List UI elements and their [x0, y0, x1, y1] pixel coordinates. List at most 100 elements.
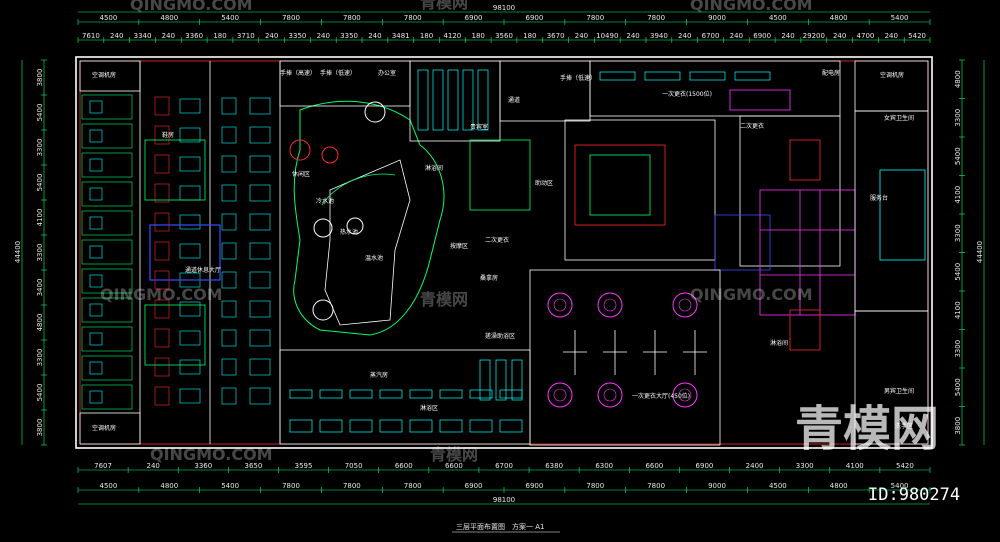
locker-bank [462, 69, 474, 131]
room-label: 休闲区 [292, 170, 310, 178]
pool-area [289, 100, 445, 336]
round-seat [597, 382, 623, 408]
dimension-total: 98100 [493, 496, 515, 504]
bench [469, 389, 493, 399]
watermark-text: QINGMO.COM [690, 0, 813, 14]
dimension-label: 7050 [345, 462, 363, 470]
dimension-label: 7800 [404, 14, 422, 22]
dimension-label: 5400 [954, 378, 962, 396]
dimension-label: 7800 [404, 482, 422, 490]
dimension-label: 5400 [891, 14, 909, 22]
dimension-label: 6900 [465, 482, 483, 490]
central-upper-rooms [279, 60, 716, 261]
title-block: 三层平面布置图 方案一 A1 [452, 522, 560, 533]
fixture-mark [89, 100, 103, 114]
dimension-label: 3595 [295, 462, 313, 470]
round-seat-inner [553, 298, 567, 312]
dimension-label: 7800 [343, 482, 361, 490]
room-label: 温水池 [365, 254, 383, 262]
dimension-label: 6900 [526, 14, 544, 22]
dimension-label: 7607 [94, 462, 112, 470]
guest-room-cell [81, 210, 133, 236]
brand-watermark: 青模网 [795, 401, 939, 457]
watermark-text: 青模网 [430, 445, 478, 464]
dimension-label: 4100 [36, 209, 44, 227]
dimension-label: 4800 [160, 482, 178, 490]
image-id: ID:980274 [868, 485, 960, 505]
fixture-mark [179, 301, 201, 317]
locker-bank [734, 71, 771, 81]
room-label: 二次更衣 [485, 236, 509, 244]
room-label: 冷水池 [316, 197, 334, 205]
fixture-mark [179, 359, 201, 375]
guest-room-cell [81, 297, 133, 323]
guest-room-cell [81, 239, 133, 265]
dimension-label: 6900 [526, 482, 544, 490]
locker-bank [511, 359, 523, 401]
dimension-label: 5420 [896, 462, 914, 470]
dimension-label: 5400 [36, 104, 44, 122]
locker-bank [644, 71, 681, 81]
fixture-mark [89, 274, 103, 288]
dimension-label: 3300 [954, 224, 962, 242]
fixture-mark [221, 97, 237, 115]
room-label: 蒸汽房 [370, 371, 388, 379]
round-seat-inner [678, 298, 692, 312]
dimension-label: 5400 [36, 174, 44, 192]
fixture-mark [221, 271, 237, 289]
fixture-mark [249, 387, 271, 405]
fixture-mark [249, 126, 271, 144]
bench [319, 389, 343, 399]
dimension-label: 4500 [769, 482, 787, 490]
dimension-label: 240 [162, 32, 175, 40]
dimension-label: 240 [317, 32, 330, 40]
dimension-label: 4800 [160, 14, 178, 22]
dimension-label: 3650 [244, 462, 262, 470]
dimension-label: 6300 [595, 462, 613, 470]
dimension-label: 6600 [395, 462, 413, 470]
round-seat-inner [603, 298, 617, 312]
bench [409, 389, 433, 399]
locker-bank [689, 71, 726, 81]
dimension-label: 6900 [753, 32, 771, 40]
dimension-label: 3350 [340, 32, 358, 40]
fixture-mark [179, 214, 201, 230]
room-label: 按摩区 [450, 242, 468, 250]
dimension-label: 240 [265, 32, 278, 40]
fixture-mark [249, 97, 271, 115]
watermark-text: QINGMO.COM [690, 285, 813, 304]
dimension-label: 240 [781, 32, 794, 40]
dimension-label: 7800 [586, 14, 604, 22]
bench [379, 389, 403, 399]
locker-bank [417, 69, 429, 131]
hall-seats [547, 292, 707, 408]
round-seat-inner [603, 388, 617, 402]
fixture-mark [89, 361, 103, 375]
fixture-mark [154, 299, 170, 319]
dimension-label: 29200 [803, 32, 825, 40]
dimension-label: 5400 [36, 384, 44, 402]
fixture-mark [89, 303, 103, 317]
bench [409, 419, 433, 433]
room-label: 手捧（低速） [320, 69, 356, 77]
room-label: 淋浴间 [425, 164, 443, 172]
lower-hall [279, 269, 721, 446]
bench [439, 419, 463, 433]
room-label: 淋浴区 [420, 404, 438, 412]
fixture-mark [154, 96, 170, 116]
dimension-label: 3360 [194, 462, 212, 470]
locker-bank [495, 359, 507, 401]
guest-room-cell [81, 268, 133, 294]
dimension-label: 4800 [954, 70, 962, 88]
fixture-mark [221, 300, 237, 318]
dimension-label: 3300 [796, 462, 814, 470]
dimension-label: 5400 [221, 482, 239, 490]
fixture-mark [249, 358, 271, 376]
dimension-label: 7800 [586, 482, 604, 490]
dimension-label: 3670 [547, 32, 565, 40]
watermark-text: 青模网 [420, 290, 468, 309]
fixture-mark [89, 187, 103, 201]
fixture-mark [221, 329, 237, 347]
room-label: 通道休息大厅 [185, 266, 221, 274]
dimension-label: 6380 [545, 462, 563, 470]
